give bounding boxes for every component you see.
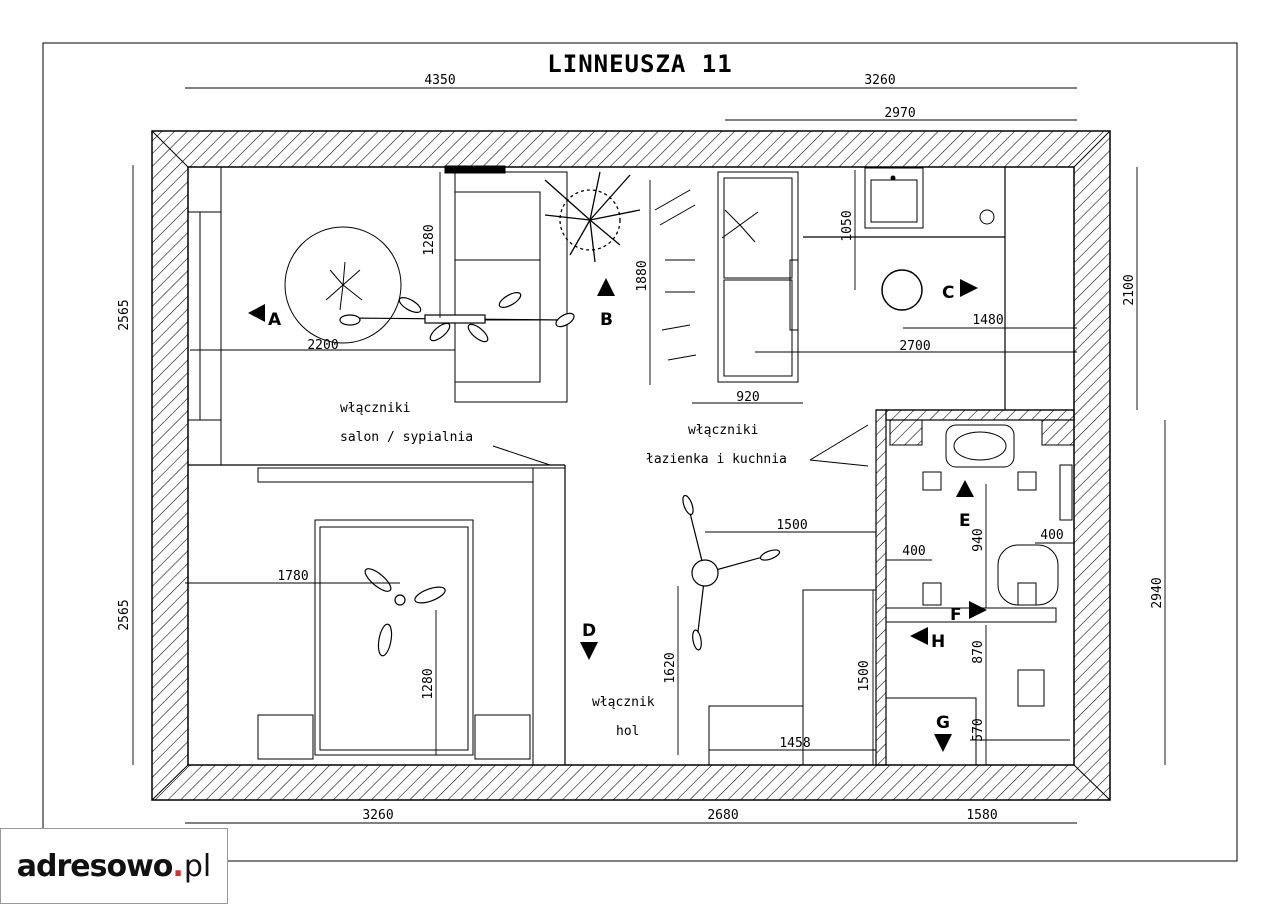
switch-label-hall: włącznik xyxy=(592,695,655,710)
marker-b: B xyxy=(600,310,613,330)
dim-bath-c: 940 xyxy=(971,528,986,551)
logo-tld: pl xyxy=(183,848,212,884)
site-logo: adresowo.pl xyxy=(0,828,228,904)
dim-kitchen-sink: 1050 xyxy=(840,210,855,241)
dim-left-upper: 2565 xyxy=(117,299,132,330)
logo-text: adresowo xyxy=(16,848,174,884)
dim-left-lower: 2565 xyxy=(117,599,132,630)
palm-plant-icon xyxy=(544,171,641,263)
plan-title: LINNEUSZA 11 xyxy=(547,50,732,78)
dim-c-span: 1480 xyxy=(972,313,1003,328)
switch-label-bath-kitchen: łazienka i kuchnia xyxy=(646,452,787,467)
dim-bath-b: 400 xyxy=(1040,528,1063,543)
dim-bedroom-width: 1780 xyxy=(277,569,308,584)
ceiling-lamp-hall xyxy=(682,494,781,651)
kitchen-island xyxy=(717,171,799,383)
dim-bath-a: 400 xyxy=(902,544,925,559)
plant-icon-island xyxy=(721,209,759,243)
wardrobe-left xyxy=(187,166,222,466)
bathroom-fixtures xyxy=(885,419,1075,766)
switch-label-hall-name: hol xyxy=(616,724,639,739)
marker-h: H xyxy=(931,632,945,652)
ceiling-lamp-bedroom xyxy=(364,568,446,657)
sofa xyxy=(444,165,568,403)
dim-right-lower: 2940 xyxy=(1150,577,1165,608)
marker-f: F xyxy=(950,605,962,625)
dim-kitchen-len: 2700 xyxy=(899,339,930,354)
dim-kitchen-depth: 1880 xyxy=(635,260,650,291)
switch-pointer-3 xyxy=(809,459,869,467)
dim-living-depth: 1280 xyxy=(422,224,437,255)
dim-hall-depth: 1620 xyxy=(663,652,678,683)
dim-living-width: 2200 xyxy=(307,338,338,353)
dimension-lines xyxy=(132,87,1166,824)
round-table xyxy=(881,269,923,311)
dim-top-left: 4350 xyxy=(424,73,455,88)
dim-bottom-cabinet: 1458 xyxy=(779,736,810,751)
logo-dot: . xyxy=(172,848,184,884)
ceiling-lamp-living xyxy=(339,292,575,343)
dim-right-upper: 2100 xyxy=(1122,274,1137,305)
marker-a: A xyxy=(268,310,282,330)
switch-label-kitchen: włączniki xyxy=(688,423,758,438)
interior-walls xyxy=(188,167,1075,766)
dim-hall-width: 1500 xyxy=(776,518,807,533)
dim-wardrobe-depth: 1500 xyxy=(857,660,872,691)
plant-icon xyxy=(325,261,363,311)
marker-d: D xyxy=(582,621,596,641)
switch-label-living: włączniki xyxy=(340,401,410,416)
kitchen-sink xyxy=(864,167,924,229)
hall-wardrobe xyxy=(708,589,877,766)
dim-bedroom-depth: 1280 xyxy=(421,668,436,699)
switch-pointer-2 xyxy=(809,424,869,461)
switch-pointer xyxy=(492,445,551,466)
dim-bottom-mid: 2680 xyxy=(707,808,738,823)
drawing-frame xyxy=(42,42,1238,862)
marker-g: G xyxy=(936,713,950,733)
dim-island-width: 920 xyxy=(736,390,759,405)
round-rug xyxy=(284,226,402,344)
dim-bath-e: 570 xyxy=(971,718,986,741)
fixture-icon xyxy=(979,209,995,225)
dining-area xyxy=(654,189,697,361)
marker-c: C xyxy=(942,283,954,303)
dim-top-second: 2970 xyxy=(884,106,915,121)
dim-bath-d: 870 xyxy=(971,640,986,663)
section-markers xyxy=(248,278,987,752)
marker-e: E xyxy=(959,511,971,531)
dim-bottom-right: 1580 xyxy=(966,808,997,823)
dim-bottom-left: 3260 xyxy=(362,808,393,823)
dim-top-right: 3260 xyxy=(864,73,895,88)
bed xyxy=(257,467,566,766)
switch-label-living-rooms: salon / sypialnia xyxy=(340,430,473,445)
